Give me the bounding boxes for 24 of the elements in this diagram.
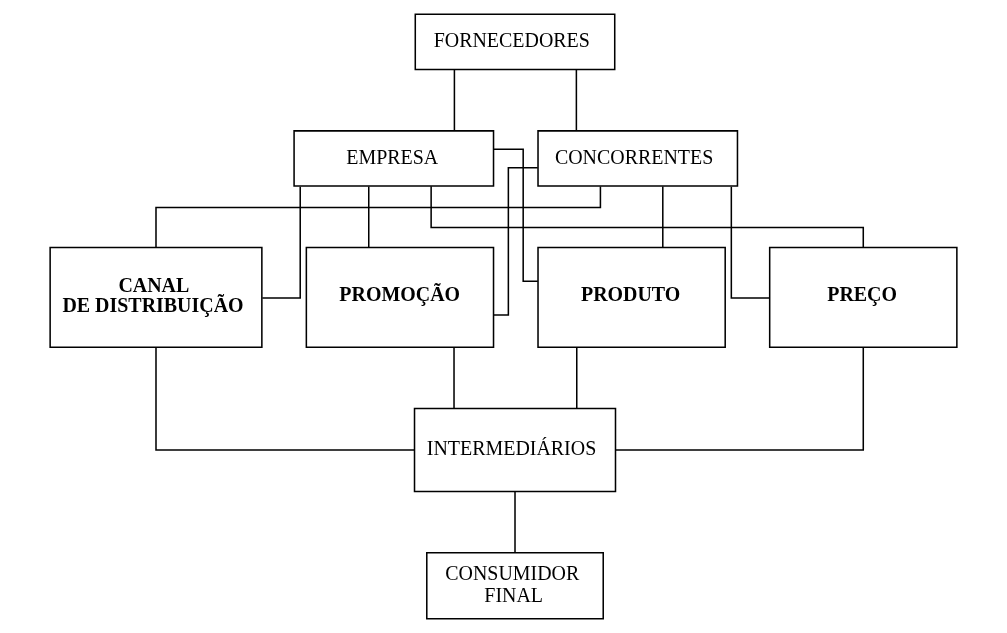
connector [368, 185, 370, 249]
connector [155, 185, 602, 248]
connector [576, 346, 578, 409]
node-box: CONSUMIDOR FINAL [426, 552, 604, 620]
connector [575, 68, 578, 132]
connector [493, 148, 539, 282]
connector [453, 68, 456, 132]
node-box: PREÇO [768, 246, 958, 348]
node-box: PROMOÇÃO [305, 246, 495, 348]
node-box: CANAL DE DISTRIBUIÇÃO [49, 246, 263, 348]
connector [514, 490, 516, 554]
connector [662, 185, 664, 249]
node-box: CONCORRENTES [537, 130, 739, 187]
node-box: EMPRESA [293, 130, 495, 187]
node-box: PRODUTO [537, 246, 726, 348]
connector [155, 346, 415, 451]
connector [614, 346, 865, 451]
connector [453, 346, 455, 409]
node-box: INTERMEDIÁRIOS [413, 407, 617, 493]
node-box: FORNECEDORES [414, 13, 616, 71]
connector [430, 185, 865, 249]
connector [730, 185, 771, 299]
connector [492, 166, 539, 316]
connector [261, 185, 301, 299]
